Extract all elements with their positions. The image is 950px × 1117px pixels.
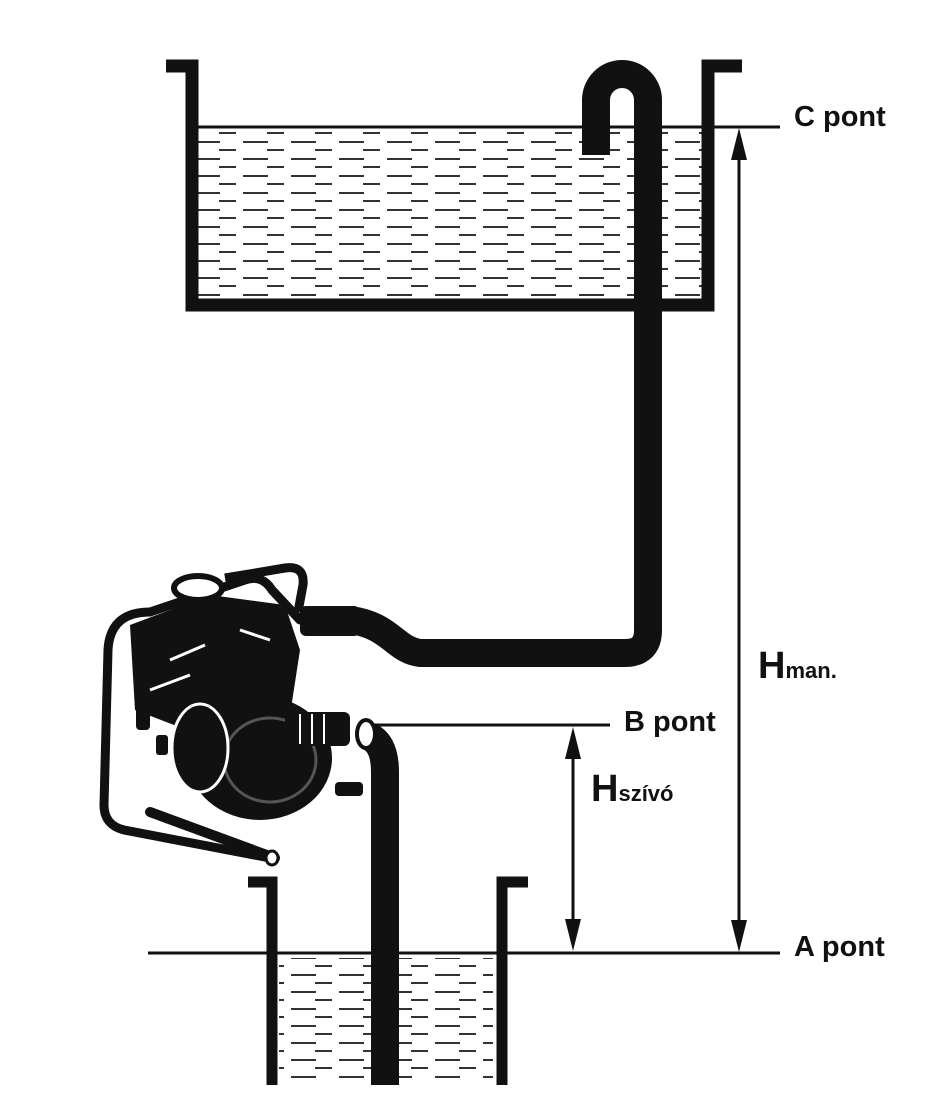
pump-handle (224, 563, 308, 613)
engine-highlight (149, 628, 271, 692)
h-szivo-arrowhead-top (565, 727, 581, 759)
pump-frame (99, 607, 275, 863)
discharge-coupling (300, 606, 360, 636)
pump-base (145, 807, 280, 863)
side-fitting (136, 700, 150, 730)
upper-tank-water (196, 130, 704, 302)
label-h-szivo-sub: szívó (618, 781, 674, 806)
label-a-pont: A pont (794, 931, 885, 963)
h-szivo-arrowhead-bottom (565, 919, 581, 951)
label-h-szivo: Hszívó (591, 768, 673, 811)
label-h-szivo-main: H (591, 768, 619, 810)
h-man-arrowhead-bottom (731, 920, 747, 952)
discharge-pipe (347, 60, 662, 667)
suction-port-threads (299, 714, 325, 744)
label-c-pont: C pont (794, 101, 886, 133)
label-b-pont: B pont (624, 706, 716, 738)
label-h-man: Hman. (758, 645, 837, 688)
pump-frame-top (145, 573, 305, 625)
label-h-man-main: H (758, 645, 786, 687)
suction-port (285, 712, 350, 746)
lower-tank-wall-right (496, 876, 528, 1085)
drain-bolt (335, 782, 363, 796)
motor-pump-unit (99, 563, 363, 867)
h-man-arrowhead-top (731, 128, 747, 160)
suction-inlet (355, 718, 377, 750)
side-fitting-2 (156, 735, 168, 755)
label-h-man-sub: man. (785, 658, 837, 683)
frame-foot (264, 849, 280, 867)
impeller-cover (170, 702, 230, 794)
upper-tank (166, 59, 742, 312)
lower-tank-wall-left (248, 876, 278, 1085)
fuel-cap (171, 573, 225, 603)
